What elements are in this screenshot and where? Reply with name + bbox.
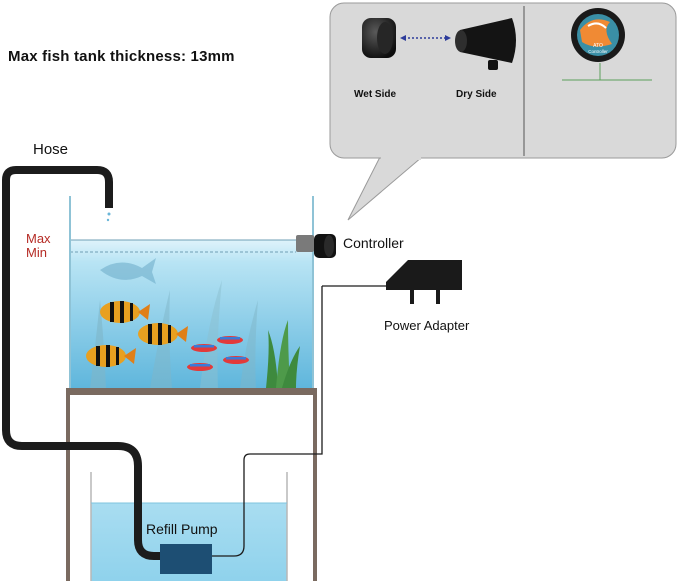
- refill-pump-label: Refill Pump: [146, 521, 218, 537]
- min-level-label: Min: [26, 245, 47, 260]
- fish-group: [86, 301, 249, 371]
- controller-device-icon: ATO Controller: [562, 8, 652, 81]
- dry-side-part: [455, 18, 516, 70]
- device-label-1: ATO: [593, 43, 603, 49]
- dry-side-label: Dry Side: [456, 89, 497, 100]
- controller-label: Controller: [343, 235, 404, 251]
- hose-label: Hose: [33, 141, 69, 158]
- tank-stand: [66, 388, 317, 581]
- wet-side-part: [362, 18, 396, 58]
- device-label-2: Controller: [588, 49, 608, 54]
- hose: [2, 166, 172, 560]
- controller-device: [296, 234, 336, 258]
- max-level-label: Max: [26, 231, 51, 246]
- page-title: Max fish tank thickness: 13mm: [8, 48, 235, 65]
- refill-pump: [160, 286, 323, 574]
- power-adapter: [322, 260, 462, 304]
- wet-side-label: Wet Side: [354, 89, 397, 100]
- power-adapter-label: Power Adapter: [384, 318, 470, 333]
- alignment-arrow: [400, 35, 451, 41]
